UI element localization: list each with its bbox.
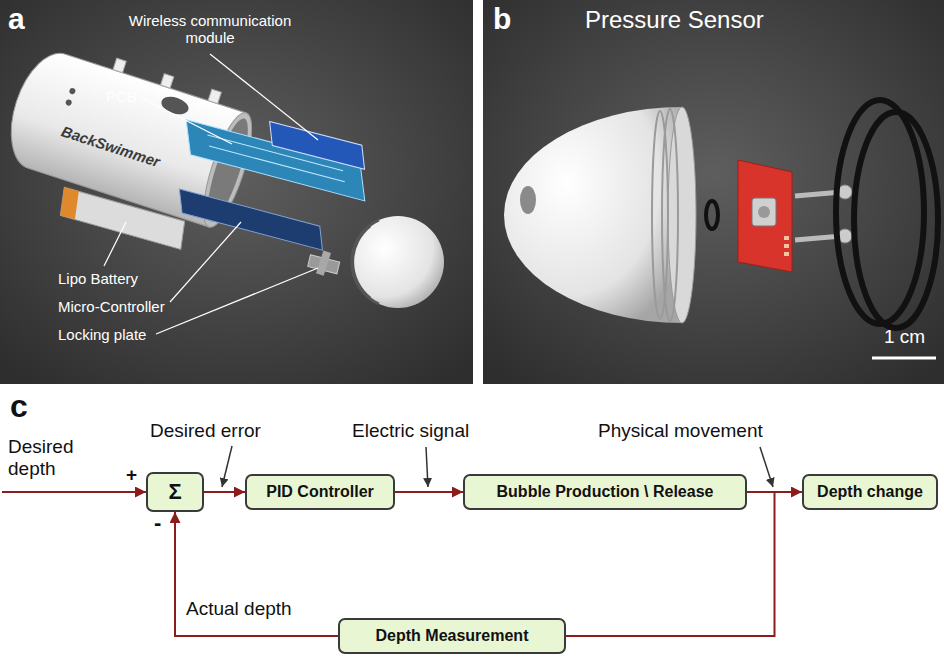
signal-label: Electric signal bbox=[352, 420, 469, 442]
leader-line bbox=[104, 222, 126, 266]
leader-line bbox=[170, 222, 241, 302]
signal-connector bbox=[395, 491, 463, 493]
signal-label: Actual depth bbox=[186, 598, 292, 620]
sensor-board bbox=[738, 160, 792, 272]
capsule-cap bbox=[352, 216, 444, 308]
block-label: Σ bbox=[168, 478, 181, 506]
capsule-dot bbox=[69, 87, 77, 95]
capsule-peg bbox=[113, 58, 126, 73]
dome-thread bbox=[662, 109, 678, 321]
summing-junction: Σ bbox=[146, 472, 204, 512]
sensor-port bbox=[758, 206, 770, 218]
signal-label: Desired error bbox=[150, 420, 261, 442]
screw-head bbox=[838, 185, 852, 199]
o-ring bbox=[854, 112, 938, 328]
signal-label: Desired depth bbox=[8, 436, 88, 480]
panel-letter: c bbox=[10, 388, 28, 425]
micro-controller bbox=[173, 181, 330, 257]
sign-label: - bbox=[154, 510, 161, 535]
board-pin bbox=[784, 244, 789, 248]
signal-connector bbox=[204, 491, 245, 493]
scale-bar bbox=[872, 357, 936, 360]
annotation-arrow bbox=[222, 446, 232, 487]
part-label: Micro-Controller bbox=[58, 298, 165, 315]
process-box: Depth change bbox=[802, 474, 938, 510]
o-ring bbox=[836, 100, 924, 324]
block-label: Bubble Production \ Release bbox=[497, 482, 714, 502]
signal-connector bbox=[175, 512, 338, 636]
block-label: Depth change bbox=[817, 482, 923, 502]
capsule-dot bbox=[65, 99, 73, 107]
signal-label: Physical movement bbox=[598, 420, 763, 442]
block-label: PID Controller bbox=[266, 482, 374, 502]
capsule-assembly bbox=[0, 33, 383, 304]
input-arrow bbox=[2, 491, 146, 493]
panel-letter: a bbox=[8, 2, 25, 37]
sign-label: + bbox=[126, 464, 137, 486]
part-label: Locking plate bbox=[58, 326, 146, 343]
part-label: Lipo Battery bbox=[58, 270, 138, 287]
board-pin bbox=[784, 252, 789, 256]
sensor-dome bbox=[504, 107, 682, 323]
leader-line bbox=[156, 268, 318, 334]
dome-rim bbox=[668, 107, 696, 323]
leader-line bbox=[142, 98, 232, 144]
process-box: Depth Measurement bbox=[338, 618, 566, 654]
block-label: Depth Measurement bbox=[376, 626, 529, 646]
pcb bbox=[176, 110, 374, 210]
panel-letter: b bbox=[493, 2, 511, 37]
signal-connector bbox=[566, 492, 775, 636]
board-pin bbox=[784, 236, 789, 240]
capsule-hole bbox=[159, 94, 191, 118]
panel-title: Pressure Sensor bbox=[585, 6, 764, 34]
capsule-peg bbox=[208, 89, 221, 104]
dome-thread bbox=[652, 111, 668, 319]
capsule-peg bbox=[161, 74, 174, 89]
annotation-arrow bbox=[760, 447, 773, 487]
small-o-ring bbox=[706, 201, 718, 229]
panel-background bbox=[483, 0, 944, 384]
leader-line bbox=[210, 54, 318, 140]
sensor-chip bbox=[752, 198, 776, 226]
part-label: Wireless communication module bbox=[116, 12, 304, 47]
wireless-module bbox=[263, 116, 372, 175]
process-box: Bubble Production \ Release bbox=[463, 474, 747, 510]
locking-plate-stem bbox=[316, 251, 331, 276]
scale-label: 1 cm bbox=[884, 326, 925, 348]
annotation-arrow bbox=[426, 447, 428, 487]
cap-groove bbox=[352, 220, 379, 304]
process-box: PID Controller bbox=[245, 474, 395, 510]
cap-groove bbox=[353, 226, 370, 298]
part-label: PCB bbox=[106, 88, 137, 105]
battery-tape bbox=[56, 186, 84, 220]
dome-hole bbox=[520, 186, 536, 214]
